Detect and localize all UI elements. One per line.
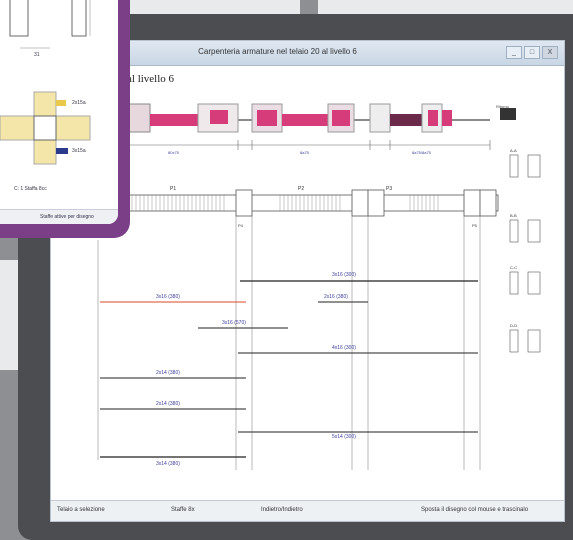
overlay-dim: 31 [34, 52, 40, 58]
status-mode: Telaio a selezione [57, 507, 105, 513]
rebar-label-2: 3x16 (380) [156, 294, 180, 300]
rebar-label-6: 2x14 (380) [156, 370, 180, 376]
rebar-label-9: 3x14 (380) [156, 461, 180, 467]
column-label-1: P1 [170, 186, 176, 192]
status-stirrups: Staffe 8x [171, 507, 195, 513]
rebar-lines [100, 280, 478, 458]
column-label-3: P3 [386, 186, 392, 192]
rebar-label-8: 5x14 (300) [332, 434, 356, 440]
legend-label: Ritorno [496, 104, 510, 109]
section-label-d: D-D [510, 323, 517, 328]
section-overlay-panel: 31 2x15a 3x15a C: 1 Staffa 8cc Staffe at… [0, 0, 130, 238]
close-button[interactable]: X [542, 46, 558, 59]
rebar-label-1: 3x16 (300) [332, 272, 356, 278]
overlay-status-strip: Staffe attive per disegno [0, 209, 118, 224]
rebar-label-4: 3x16 (570) [222, 320, 246, 326]
status-hint: Sposta il disegno col mouse e trascinalo [421, 507, 529, 513]
overlay-label-2: 3x15a [72, 148, 86, 154]
column-label-5: P5 [472, 223, 478, 228]
stirrup-row [127, 189, 499, 217]
section-label-a: A-A [510, 148, 517, 153]
column-label-4: P4 [238, 223, 244, 228]
overlay-caption: C: 1 Staffa 8cc [14, 186, 47, 192]
status-nav: Indietro/Indietro [261, 507, 303, 513]
drawing-title: al livello 6 [127, 73, 175, 85]
section-details [509, 154, 541, 353]
rebar-label-3: 2x16 (380) [324, 294, 348, 300]
section-overlay-drawing [0, 0, 91, 165]
maximize-button[interactable]: □ [524, 46, 540, 59]
rebar-label-5: 4x16 (300) [332, 345, 356, 351]
span-label-2: 8a75 [300, 150, 310, 155]
beam-elevation [127, 103, 516, 133]
section-label-b: B-B [510, 213, 517, 218]
reinforcement-drawing[interactable]: Ritorno 80x75 8a75 8a75/8a75 [50, 40, 565, 500]
overlay-status: Staffe attive per disegno [40, 214, 94, 220]
status-bar: Telaio a selezione Staffe 8x Indietro/In… [51, 500, 564, 521]
grid-lines [97, 190, 481, 470]
span-label-3: 8a75/8a75 [412, 150, 432, 155]
section-overlay-content[interactable]: 31 2x15a 3x15a C: 1 Staffa 8cc Staffe at… [0, 0, 118, 224]
title-bar[interactable]: Carpenteria armature nel telaio 20 al li… [51, 41, 564, 66]
rebar-label-7: 2x14 (380) [156, 401, 180, 407]
span-label-1: 80x75 [168, 150, 180, 155]
background-panel-top-right [318, 0, 573, 16]
overlay-label-1: 2x15a [72, 100, 86, 106]
column-label-2: P2 [298, 186, 304, 192]
dimension-row [127, 140, 491, 150]
section-label-c: C-C [510, 265, 517, 270]
window-title: Carpenteria armature nel telaio 20 al li… [198, 47, 357, 56]
minimize-button[interactable]: _ [506, 46, 522, 59]
